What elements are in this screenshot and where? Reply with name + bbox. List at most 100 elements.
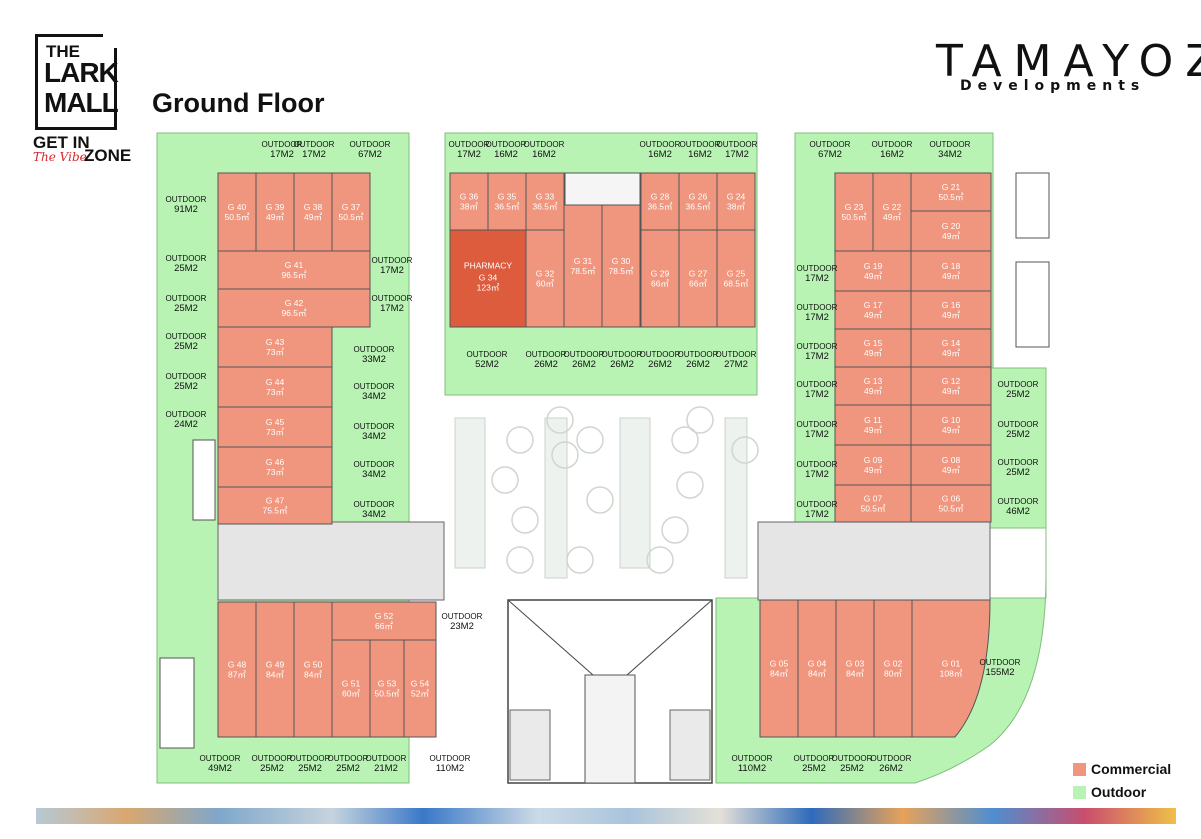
outdoor-name: OUTDOOR xyxy=(200,754,241,763)
unit-name: PHARMACY xyxy=(464,261,513,271)
unit-code: G 54 xyxy=(411,679,430,689)
plaza-tree xyxy=(506,426,534,454)
unit-area: 49㎡ xyxy=(864,465,882,475)
outdoor-size: 46M2 xyxy=(1006,506,1030,517)
stairs-right xyxy=(669,709,711,781)
plaza-tree xyxy=(586,486,614,514)
unit-area: 49㎡ xyxy=(942,310,960,320)
unit-code: G 37 xyxy=(342,202,361,212)
unit-shape xyxy=(217,486,333,525)
page-title: Ground Floor xyxy=(152,88,325,118)
unit-code: G 48 xyxy=(228,660,247,670)
unit-code: G 06 xyxy=(942,494,961,504)
outdoor-size: 91M2 xyxy=(174,204,198,215)
unit-shape xyxy=(910,444,992,486)
outdoor-size: 17M2 xyxy=(805,429,829,440)
unit-code: G 39 xyxy=(266,202,285,212)
unit-area: 49㎡ xyxy=(942,271,960,281)
developer-subtitle: Developments xyxy=(960,78,1146,94)
unit-area: 49㎡ xyxy=(864,310,882,320)
outdoor-name: OUTDOOR xyxy=(680,140,721,149)
outdoor-name: OUTDOOR xyxy=(732,754,773,763)
outdoor-name: OUTDOOR xyxy=(372,256,413,265)
outdoor-name: OUTDOOR xyxy=(797,420,838,429)
unit-code: G 30 xyxy=(612,256,631,266)
outdoor-name: OUTDOOR xyxy=(797,380,838,389)
unit-area: 87㎡ xyxy=(228,670,246,680)
outdoor-size: 25M2 xyxy=(1006,389,1030,400)
outdoor-size: 17M2 xyxy=(270,149,294,160)
unit-code: G 42 xyxy=(285,298,304,308)
unit-code: G 04 xyxy=(808,659,827,669)
unit-shape xyxy=(293,172,333,252)
outdoor-size: 34M2 xyxy=(362,469,386,480)
outdoor-size: 25M2 xyxy=(336,763,360,774)
outdoor-name: OUTDOOR xyxy=(354,382,395,391)
outdoor-size: 17M2 xyxy=(805,312,829,323)
outdoor-size: 17M2 xyxy=(805,509,829,520)
atrium-left xyxy=(217,521,445,601)
unit-shape xyxy=(525,229,565,328)
